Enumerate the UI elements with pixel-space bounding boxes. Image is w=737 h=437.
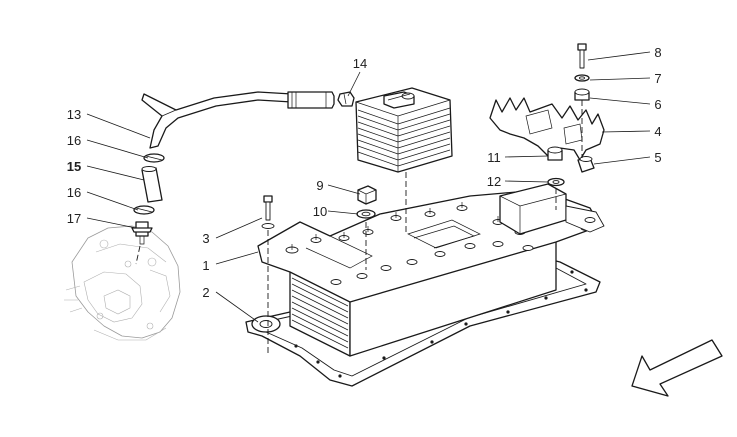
callout-5: 5 [654,150,661,165]
bracket-4 [489,97,605,161]
bolt-8 [577,43,587,69]
assembly-lines [135,100,583,356]
callout-11: 11 [487,150,501,165]
callout-14: 14 [353,56,367,71]
callout-2: 2 [202,285,209,300]
callout-7: 7 [654,71,661,86]
callout-15: 15 [67,159,81,174]
callout-8: 8 [654,45,661,60]
direction-arrow-icon [631,339,723,397]
callout-3: 3 [202,231,209,246]
callout-4: 4 [654,124,661,139]
callout-1: 1 [202,258,209,273]
callout-16-upper: 16 [67,133,81,148]
oil-cooler [355,87,453,173]
breather-tube [141,91,335,149]
callout-10: 10 [313,204,327,219]
hose-sleeve-15 [141,166,163,203]
callout-6: 6 [654,97,661,112]
callout-9: 9 [316,178,323,193]
washer-10 [356,209,376,219]
engine-block-ghost [64,225,181,341]
callout-12: 12 [487,174,501,189]
callout-13: 13 [67,107,81,122]
callout-17: 17 [67,211,81,226]
housing-1 [257,183,605,357]
spacer-6 [574,88,590,101]
grommet-11 [547,146,563,161]
grommet-5 [577,156,595,173]
fitting-17 [131,221,153,245]
callout-labels: 1 2 3 4 5 6 7 8 9 10 11 12 13 14 15 16 1… [67,45,662,300]
bolt-3 [261,195,275,229]
clamp-16-lower [133,205,155,215]
callout-16-lower: 16 [67,185,81,200]
clamp-16-upper [143,153,165,163]
plug-9 [357,185,377,205]
hose-clamp-14 [337,91,355,107]
washer-12 [547,177,565,187]
leader-lines [86,51,651,323]
washer-7 [574,74,590,82]
